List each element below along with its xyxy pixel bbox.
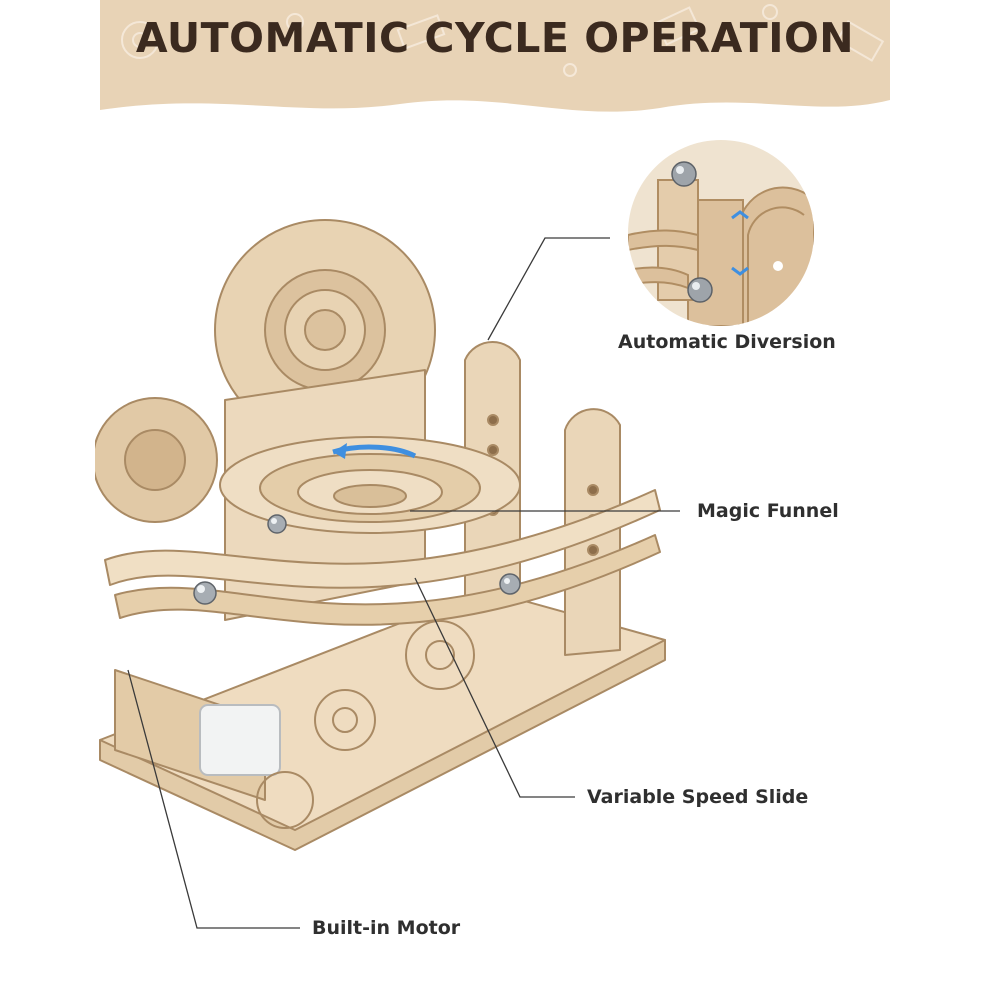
diversion-closeup-image [628, 140, 814, 326]
wooden-gear-decor [121, 21, 159, 59]
callout-variable-speed-slide: Variable Speed Slide [587, 786, 809, 808]
callout-built-in-motor: Built-in Motor [312, 917, 461, 939]
header-banner: AUTOMATIC CYCLE OPERATION [100, 0, 890, 118]
wood-plank-decor [396, 6, 885, 62]
blue-arrow-icon [731, 210, 749, 276]
screw-decor [286, 4, 778, 77]
banner-background [100, 0, 890, 112]
callout-magic-funnel: Magic Funnel [697, 500, 839, 522]
marble-run-illustration [92, 200, 685, 864]
callout-automatic-diversion: Automatic Diversion [618, 331, 836, 353]
page-title: AUTOMATIC CYCLE OPERATION [135, 14, 855, 62]
